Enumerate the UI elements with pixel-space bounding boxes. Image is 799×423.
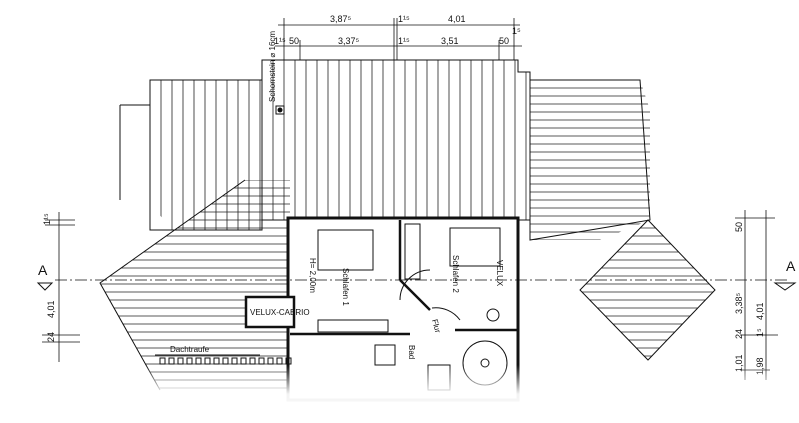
gutter-bracket	[168, 357, 175, 365]
left-wing-roof-outline	[149, 79, 263, 231]
dim-right: 1,01	[734, 354, 744, 372]
dim-right: 24	[734, 329, 744, 339]
room-height-label: H= 2,00m	[308, 258, 317, 293]
gutter-row	[159, 357, 292, 365]
chimney-label: Schornstein ⌀ 16cm	[268, 31, 277, 102]
roof-hatch-right	[530, 80, 650, 240]
gutter-bracket	[258, 357, 265, 365]
velux-cabrio-window: VELUX-CABRIO	[244, 295, 310, 329]
dim-left: 4,01	[46, 300, 56, 318]
dim-right: 50	[734, 222, 744, 232]
gutter-bracket	[195, 357, 202, 365]
gutter-bracket	[177, 357, 184, 365]
right-hip-outline	[579, 219, 716, 361]
skylight-label: VELUX-CABRIO	[250, 308, 310, 317]
dim-right: 3,38⁵	[734, 292, 744, 314]
dim-right: 1⁵	[755, 328, 765, 337]
partition-wall	[399, 279, 431, 311]
dim-top: 3,87⁵	[330, 14, 352, 24]
section-arrow-icon	[773, 282, 797, 291]
bed	[449, 227, 501, 267]
dim-left: 24	[46, 332, 56, 342]
dim-top: 1¹⁵	[398, 14, 410, 24]
room-label-bath: Bad	[407, 345, 416, 359]
main-roof-outline	[261, 59, 531, 221]
gutter-bracket	[285, 357, 292, 365]
dim-top: 3,37⁵	[338, 36, 360, 46]
chimney-flue-icon	[277, 107, 283, 113]
room-label-bedroom2: Schlafen 2	[451, 255, 460, 293]
section-marker-left: A	[38, 262, 48, 278]
gutter-bracket	[276, 357, 283, 365]
section-marker-right: A	[786, 258, 796, 274]
room-label-velux: VELUX	[495, 260, 504, 287]
right-roof-outline	[529, 79, 651, 241]
gutter-bracket	[159, 357, 166, 365]
left-dimension-lines	[42, 212, 80, 362]
room-label-bedroom1: Schlafen 1	[341, 268, 350, 306]
dim-left: 1¹⁵	[42, 213, 52, 225]
gutter-bracket	[249, 357, 256, 365]
wardrobe	[404, 223, 421, 280]
scan-fade	[0, 365, 799, 423]
eaves-label: Dachtraufe	[170, 345, 210, 354]
dim-top: 4,01	[448, 14, 466, 24]
gutter-bracket	[222, 357, 229, 365]
gutter-bracket	[267, 357, 274, 365]
gutter-bracket	[240, 357, 247, 365]
dim-top: 1¹⁵	[274, 36, 286, 46]
top-dimension-lines	[275, 18, 522, 60]
wardrobe	[317, 319, 389, 333]
dim-top: 1¹⁵	[398, 36, 410, 46]
dim-top: 3,51	[441, 36, 459, 46]
roof-hatch-leftwing	[150, 80, 261, 230]
dim-top: 50	[289, 36, 299, 46]
washbasin	[486, 308, 500, 322]
gutter-bracket	[186, 357, 193, 365]
section-arrow-icon	[36, 282, 54, 291]
bed	[317, 229, 374, 271]
dim-right: 4,01	[755, 302, 765, 320]
roof-hatch-rdiam	[580, 220, 715, 357]
room-label-hall: Flur	[430, 318, 442, 334]
door-swing	[431, 307, 461, 321]
gutter-bracket	[204, 357, 211, 365]
gutter-bracket	[213, 357, 220, 365]
gutter-bracket	[231, 357, 238, 365]
door-swing	[399, 269, 431, 301]
left-hip-outline	[99, 179, 246, 391]
dim-top: 50	[499, 36, 509, 46]
dim-top: 1⁵	[512, 26, 521, 36]
roof-hatch-main	[262, 60, 527, 220]
